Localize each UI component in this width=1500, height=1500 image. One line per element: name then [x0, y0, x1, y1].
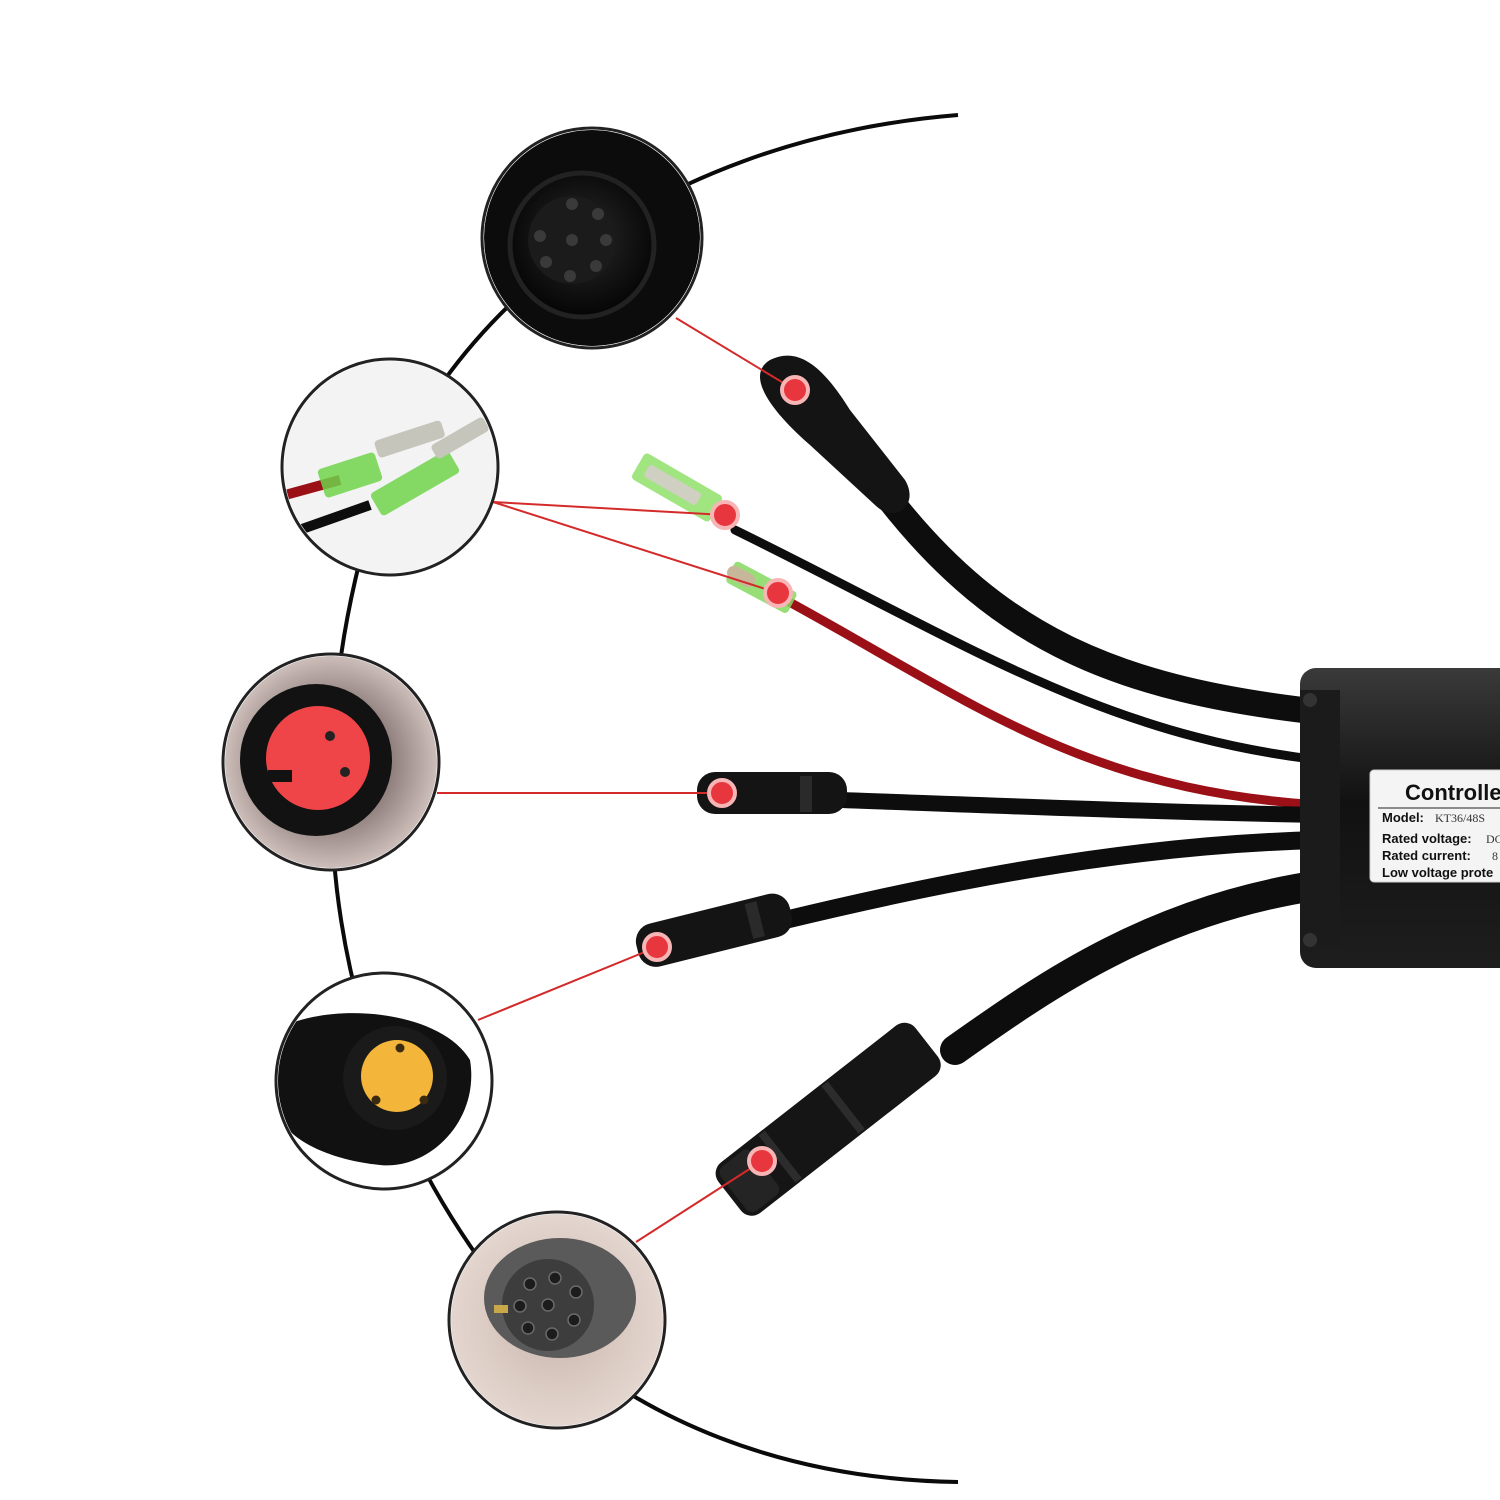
zoom-motor-connector	[447, 1210, 667, 1430]
cable-bundle	[730, 487, 1335, 1065]
marker-brake	[707, 778, 737, 808]
zoom-brake-connector	[221, 652, 441, 872]
throttle-cable	[776, 831, 1329, 929]
marker-motor	[747, 1146, 777, 1176]
label-current-key: Rated current:	[1382, 848, 1471, 863]
label-voltage-val: DC	[1486, 832, 1500, 846]
zoom-throttle-connector	[274, 971, 494, 1191]
label-voltage-key: Rated voltage:	[1382, 831, 1472, 846]
black-wire	[730, 525, 1325, 765]
display-cable	[877, 487, 1333, 725]
marker-lock-red	[763, 578, 793, 608]
zoom-power-lock-terminals	[280, 357, 500, 577]
marker-display	[780, 375, 810, 405]
red-wire	[777, 593, 1325, 810]
callout-markers	[642, 375, 810, 1176]
motor-plug	[715, 1022, 941, 1216]
controller-box: Controlle Model: KT36/48S Rated voltage:…	[1300, 668, 1500, 968]
throttle-plug	[635, 893, 793, 967]
motor-cable	[940, 870, 1335, 1065]
brake-plug	[697, 772, 847, 814]
label-protect-key: Low voltage prote	[1382, 865, 1493, 880]
brake-cable	[832, 792, 1328, 823]
marker-throttle	[642, 932, 672, 962]
marker-lock-black	[710, 500, 740, 530]
label-current-val: 8	[1492, 849, 1498, 863]
callout-lines	[437, 317, 796, 1243]
display-plug	[759, 355, 910, 514]
zoom-display-connector	[480, 126, 704, 350]
controller-label-title: Controlle	[1405, 780, 1500, 805]
label-model-val: KT36/48S	[1435, 811, 1485, 825]
controller-label-plate	[1369, 769, 1500, 883]
label-model-key: Model:	[1382, 810, 1424, 825]
